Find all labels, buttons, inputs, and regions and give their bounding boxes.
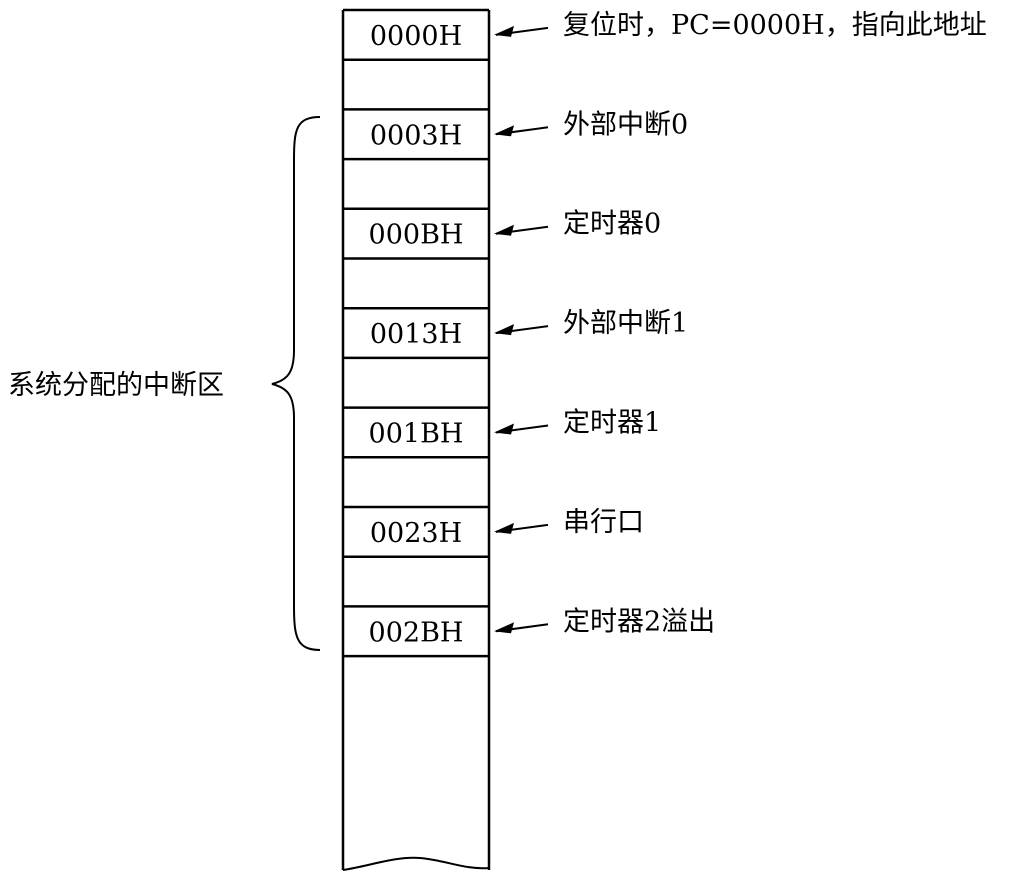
arrow-head [494, 25, 514, 37]
region-label: 系统分配的中断区 [8, 370, 224, 401]
address-note: 定时器0 [563, 209, 661, 240]
address-cell: 0013H [370, 319, 462, 350]
address-note: 定时器1 [563, 408, 661, 439]
address-note: 外部中断1 [563, 308, 688, 339]
arrow-head [494, 522, 514, 534]
arrow-head [494, 622, 514, 634]
arrow-head [494, 324, 514, 336]
address-note: 复位时，PC=0000H，指向此地址 [563, 10, 987, 41]
arrow-head [494, 125, 514, 137]
address-cell: 000BH [369, 220, 464, 251]
memory-column-break [342, 856, 490, 871]
region-brace [271, 116, 321, 651]
address-cell: 001BH [369, 419, 464, 450]
arrow-head [494, 224, 514, 236]
address-cell: 0000H [370, 21, 462, 52]
arrow-head [494, 423, 514, 435]
address-cell: 0023H [370, 518, 462, 549]
address-cell: 0003H [370, 120, 462, 151]
address-note: 定时器2溢出 [563, 606, 715, 637]
address-note: 外部中断0 [563, 109, 688, 140]
address-note: 串行口 [563, 507, 644, 538]
memory-rows: 0000H 0003H 000BH 0013H 001BH 0023H 002BH [343, 21, 489, 658]
address-cell: 002BH [369, 617, 464, 648]
